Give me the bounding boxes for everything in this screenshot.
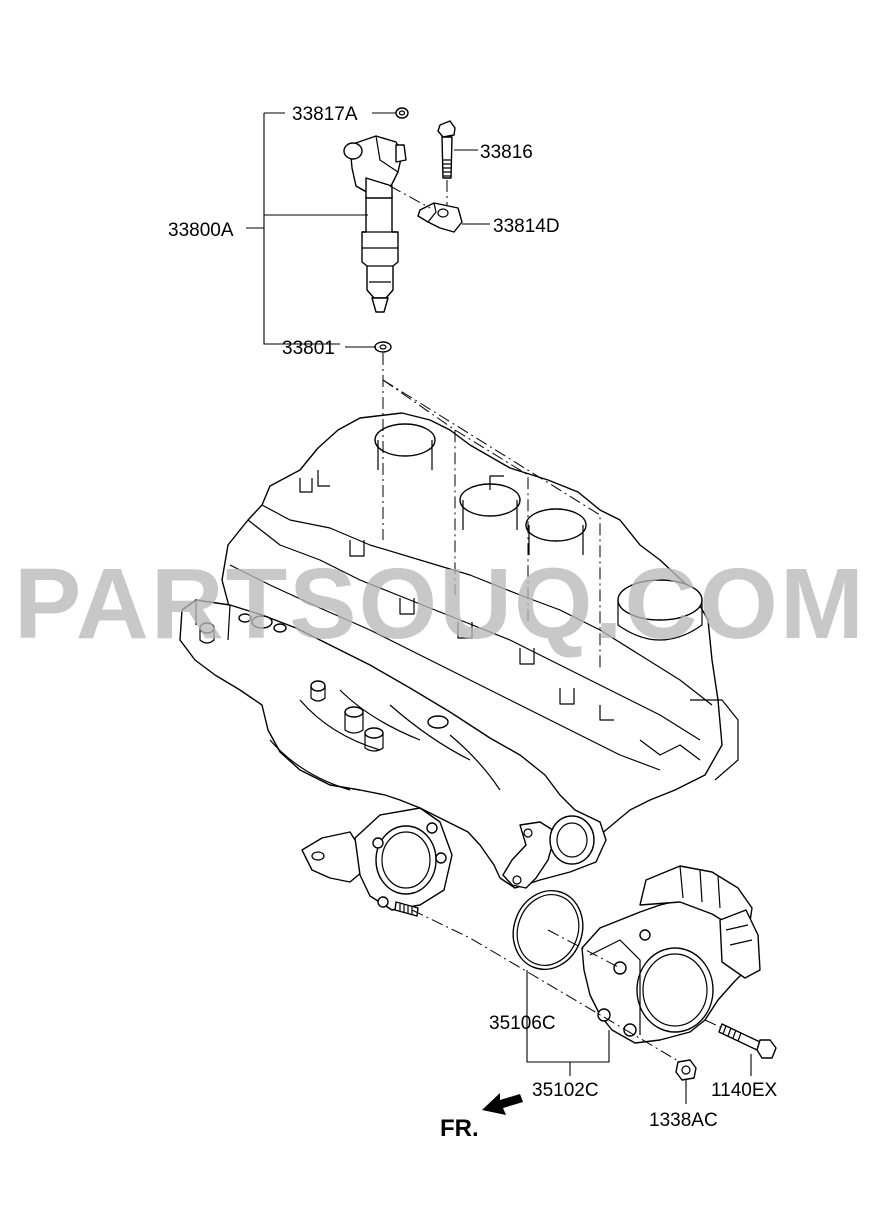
fuel-injector — [343, 135, 407, 313]
direction-label: FR. — [440, 1115, 479, 1142]
leader-lines — [246, 112, 752, 1104]
label-injector-seal-top: 33817A — [292, 104, 358, 125]
throttle-flange — [354, 807, 453, 917]
throttle-body — [581, 865, 761, 1044]
label-injector-assembly: 33800A — [168, 220, 234, 241]
label-injector-washer: 33801 — [282, 338, 335, 359]
front-arrow-icon — [482, 1093, 523, 1115]
injector-washer — [374, 341, 392, 353]
label-throttle-body-assembly: 35102C — [532, 1080, 599, 1101]
throttle-bolt — [718, 1023, 777, 1059]
flange-nut — [675, 1059, 697, 1081]
label-bolt: 1140EX — [711, 1080, 778, 1101]
label-gasket: 35106C — [489, 1013, 556, 1034]
secondary-flange — [502, 815, 595, 889]
clamp-bolt — [437, 120, 456, 179]
assembly-lines — [382, 180, 723, 1063]
watermark: PARTSOUQ.COM — [14, 548, 866, 660]
intake-manifold — [179, 599, 607, 889]
label-clamp-bolt: 33816 — [480, 142, 533, 163]
label-flange-nut: 1338AC — [649, 1110, 718, 1131]
label-injector-clamp: 33814D — [493, 216, 560, 237]
injector-clamp — [417, 202, 463, 233]
injector-seal-top — [395, 107, 409, 119]
